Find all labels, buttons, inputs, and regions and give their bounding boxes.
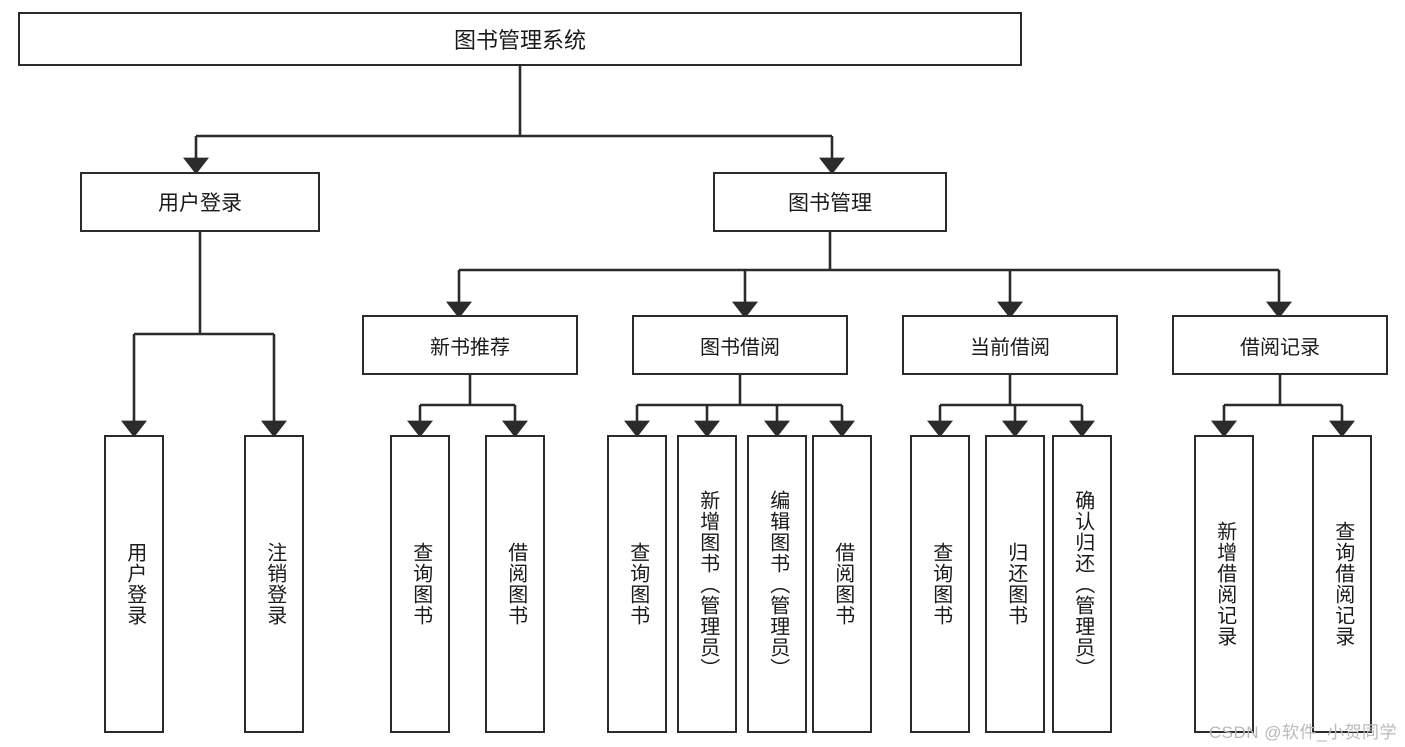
node-new-book-recommend[interactable]: 新书推荐 [362, 315, 578, 375]
watermark: CSDN @软件_小贺同学 [1208, 723, 1397, 742]
leaf-borrow-edit-book-admin-label: 编辑图书（管理员） [766, 489, 789, 679]
leaf-borrow-add-book-admin[interactable]: 新增图书（管理员） [677, 435, 737, 733]
leaf-borrow-borrow-book[interactable]: 借阅图书 [812, 435, 872, 733]
node-root[interactable]: 图书管理系统 [18, 12, 1022, 66]
leaf-logout-label: 注销登录 [263, 542, 286, 626]
leaf-user-login-label: 用户登录 [123, 542, 146, 626]
leaf-borrow-edit-book-admin[interactable]: 编辑图书（管理员） [747, 435, 807, 733]
leaf-record-add-record[interactable]: 新增借阅记录 [1194, 435, 1254, 733]
leaf-borrow-query-book-label: 查询图书 [626, 542, 649, 626]
leaf-record-query-record[interactable]: 查询借阅记录 [1312, 435, 1372, 733]
leaf-newbook-borrow-book-label: 借阅图书 [504, 542, 527, 626]
node-current-borrow[interactable]: 当前借阅 [902, 315, 1118, 375]
node-book-management[interactable]: 图书管理 [713, 172, 947, 232]
leaf-current-confirm-return-admin[interactable]: 确认归还（管理员） [1052, 435, 1112, 733]
leaf-borrow-query-book[interactable]: 查询图书 [607, 435, 667, 733]
leaf-logout[interactable]: 注销登录 [244, 435, 304, 733]
leaf-newbook-query-book-label: 查询图书 [409, 542, 432, 626]
leaf-current-return-book[interactable]: 归还图书 [985, 435, 1045, 733]
node-user-login-label: 用户登录 [158, 192, 242, 215]
node-book-borrow[interactable]: 图书借阅 [632, 315, 848, 375]
leaf-borrow-add-book-admin-label: 新增图书（管理员） [696, 489, 719, 679]
node-new-book-recommend-label: 新书推荐 [430, 336, 510, 359]
node-root-label: 图书管理系统 [453, 28, 586, 53]
leaf-current-query-book-label: 查询图书 [929, 542, 952, 626]
leaf-newbook-borrow-book[interactable]: 借阅图书 [485, 435, 545, 733]
leaf-record-query-record-label: 查询借阅记录 [1331, 521, 1354, 647]
node-current-borrow-label: 当前借阅 [970, 336, 1050, 359]
leaf-current-confirm-return-admin-label: 确认归还（管理员） [1071, 489, 1094, 679]
leaf-record-add-record-label: 新增借阅记录 [1213, 521, 1236, 647]
node-borrow-record[interactable]: 借阅记录 [1172, 315, 1388, 375]
leaf-user-login[interactable]: 用户登录 [104, 435, 164, 733]
leaf-current-return-book-label: 归还图书 [1004, 542, 1027, 626]
node-user-login[interactable]: 用户登录 [80, 172, 320, 232]
node-book-management-label: 图书管理 [788, 192, 872, 215]
node-borrow-record-label: 借阅记录 [1240, 336, 1320, 359]
leaf-borrow-borrow-book-label: 借阅图书 [831, 542, 854, 626]
leaf-newbook-query-book[interactable]: 查询图书 [390, 435, 450, 733]
node-book-borrow-label: 图书借阅 [700, 336, 780, 359]
leaf-current-query-book[interactable]: 查询图书 [910, 435, 970, 733]
